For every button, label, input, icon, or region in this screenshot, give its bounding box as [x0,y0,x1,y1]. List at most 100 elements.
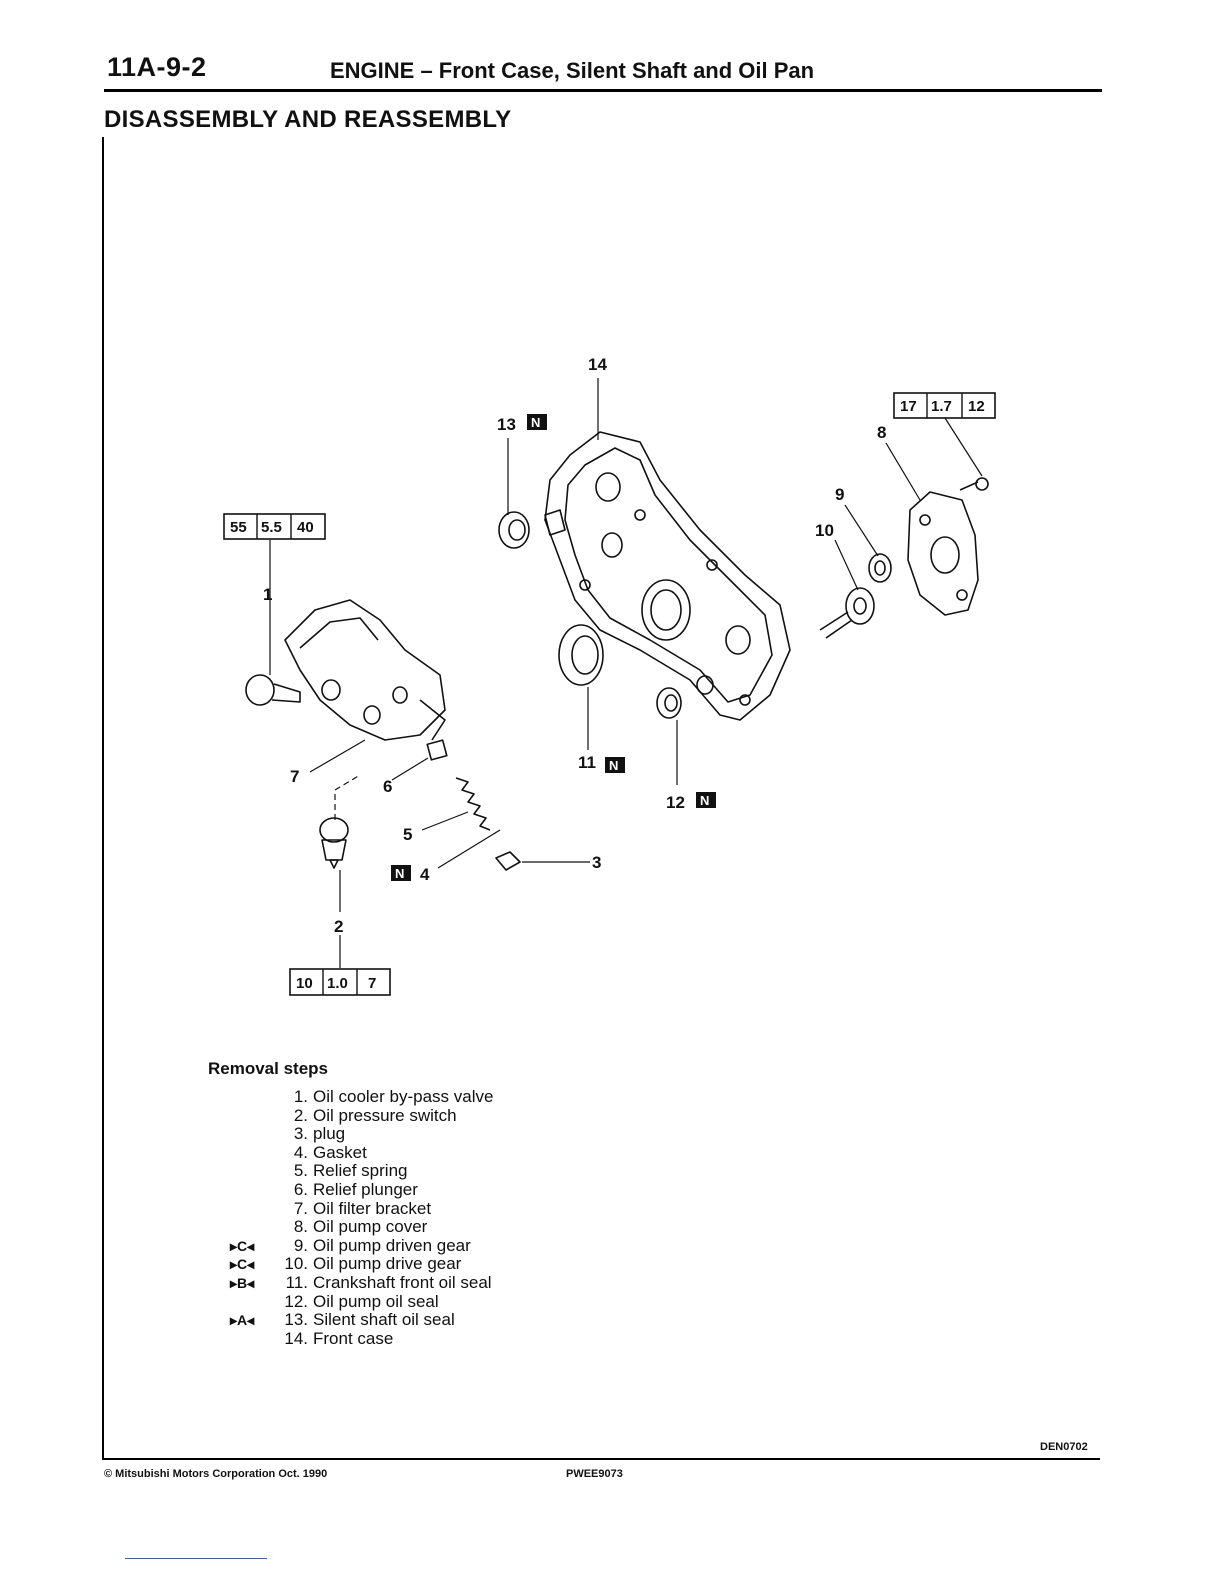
callout-9: 9 [835,485,844,504]
service-point-mark [230,1125,272,1144]
section-title: DISASSEMBLY AND REASSEMBLY [104,106,512,133]
service-point-mark [230,1144,272,1163]
svg-text:12: 12 [968,398,985,415]
step-number: 3. [293,1124,308,1144]
svg-text:N: N [395,866,404,881]
removal-steps-heading: Removal steps [208,1059,328,1078]
oil-pump-cover-part [907,491,979,616]
removal-step-item: 4.Gasket [230,1142,493,1163]
step-label: Oil pump drive gear [313,1254,462,1274]
removal-step-item: ▸C◂ 10.Oil pump drive gear [230,1255,493,1274]
callout-10: 10 [815,521,834,540]
removal-step-item: 7.Oil filter bracket [230,1198,493,1219]
callout-3: 3 [592,853,601,872]
new-part-mark-12: N [696,792,716,808]
callout-2: 2 [334,917,343,936]
step-label: Relief plunger [313,1179,418,1199]
torque-box-3: 17 1.7 12 [893,392,996,419]
exploded-view-diagram: 14 13 1 7 6 5 4 3 2 11 12 8 9 10 N N N N… [223,355,996,996]
svg-text:1.7: 1.7 [931,398,952,415]
oil-cooler-bypass-valve-part [245,674,301,706]
step-number: 7. [293,1198,308,1218]
step-label: Oil pump cover [313,1217,428,1237]
relief-plunger-part [426,739,448,761]
removal-step-item: 14.Front case [230,1328,493,1349]
step-number: 4. [293,1142,308,1162]
svg-text:55: 55 [230,519,247,536]
step-number: 10. [284,1254,308,1274]
link-underline [125,1558,267,1559]
new-part-mark-11: N [605,757,625,773]
page-header-title: ENGINE – Front Case, Silent Shaft and Oi… [330,58,815,83]
removal-step-item: ▸C◂9.Oil pump driven gear [230,1235,493,1256]
header-rule [104,89,1102,92]
new-part-mark-13: N [527,414,547,430]
document-id: PWEE9073 [566,1468,623,1480]
removal-step-item: 2.Oil pressure switch [230,1105,493,1126]
removal-step-item: 1.Oil cooler by-pass valve [230,1087,494,1107]
service-point-mark [230,1330,272,1349]
svg-text:5.5: 5.5 [261,519,282,536]
service-point-mark [230,1200,272,1219]
page-number: 11A-9-2 [107,52,207,82]
oil-pressure-switch-part [319,817,349,869]
svg-text:N: N [531,415,540,430]
service-point-mark [230,1162,272,1181]
removal-step-item: ▸B◂11.Crankshaft front oil seal [230,1272,493,1293]
step-label: Front case [313,1328,394,1348]
callout-1: 1 [263,585,272,604]
crankshaft-front-oil-seal-part [558,624,604,686]
step-label: Oil pump oil seal [313,1291,439,1311]
service-point-mark [230,1088,272,1107]
service-point-mark [230,1293,272,1312]
step-number: 2. [293,1105,308,1125]
callout-14: 14 [588,355,607,374]
relief-spring-part [455,777,491,831]
pump-cover-bolt-part [959,477,989,491]
step-number: 8. [293,1217,308,1237]
step-label: Oil filter bracket [313,1198,432,1218]
callout-13: 13 [497,415,516,434]
plug-part [495,851,521,871]
callout-4: 4 [420,865,430,884]
step-label: Oil pressure switch [313,1105,457,1125]
service-point-mark [230,1107,272,1126]
new-part-mark-4: N [391,865,411,881]
front-case-part [544,431,791,721]
callout-11: 11 [578,753,596,772]
service-point-mark: ▸C◂ [230,1256,255,1273]
leader-lines [269,378,983,968]
step-label: Crankshaft front oil seal [313,1272,492,1292]
step-number: 9. [293,1235,308,1255]
oil-pump-oil-seal-part [656,687,682,719]
left-margin-rule [102,137,104,1458]
torque-box-2: 10 1.0 7 [289,968,391,996]
oil-filter-bracket-part [284,599,446,741]
svg-text:N: N [609,758,618,773]
svg-text:7: 7 [368,975,376,992]
step-number: 6. [293,1179,308,1199]
callout-8: 8 [877,423,886,442]
step-label: Oil pump driven gear [313,1235,471,1255]
oil-pump-driven-gear-part [868,553,892,583]
step-label: Silent shaft oil seal [313,1310,455,1330]
service-point-mark: ▸A◂ [230,1312,255,1329]
callout-5: 5 [403,825,412,844]
svg-text:10: 10 [296,975,313,992]
step-label: plug [313,1124,346,1144]
svg-text:17: 17 [900,398,917,415]
diagram-code: DEN0702 [1040,1441,1088,1453]
removal-step-item: 5.Relief spring [230,1162,493,1181]
removal-step-item: 3.plug [230,1125,493,1144]
step-number: 1. [293,1087,308,1106]
torque-box-1: 55 5.5 40 [223,513,326,540]
step-number: 12. [284,1291,308,1311]
removal-step-item: 12.Oil pump oil seal [230,1291,493,1312]
step-number: 13. [284,1310,308,1330]
callout-12: 12 [666,793,685,812]
callout-6: 6 [383,777,392,796]
removal-step-item: ▸A◂ 13.Silent shaft oil seal [230,1311,493,1330]
step-number: 5. [293,1161,308,1181]
svg-text:N: N [700,793,709,808]
